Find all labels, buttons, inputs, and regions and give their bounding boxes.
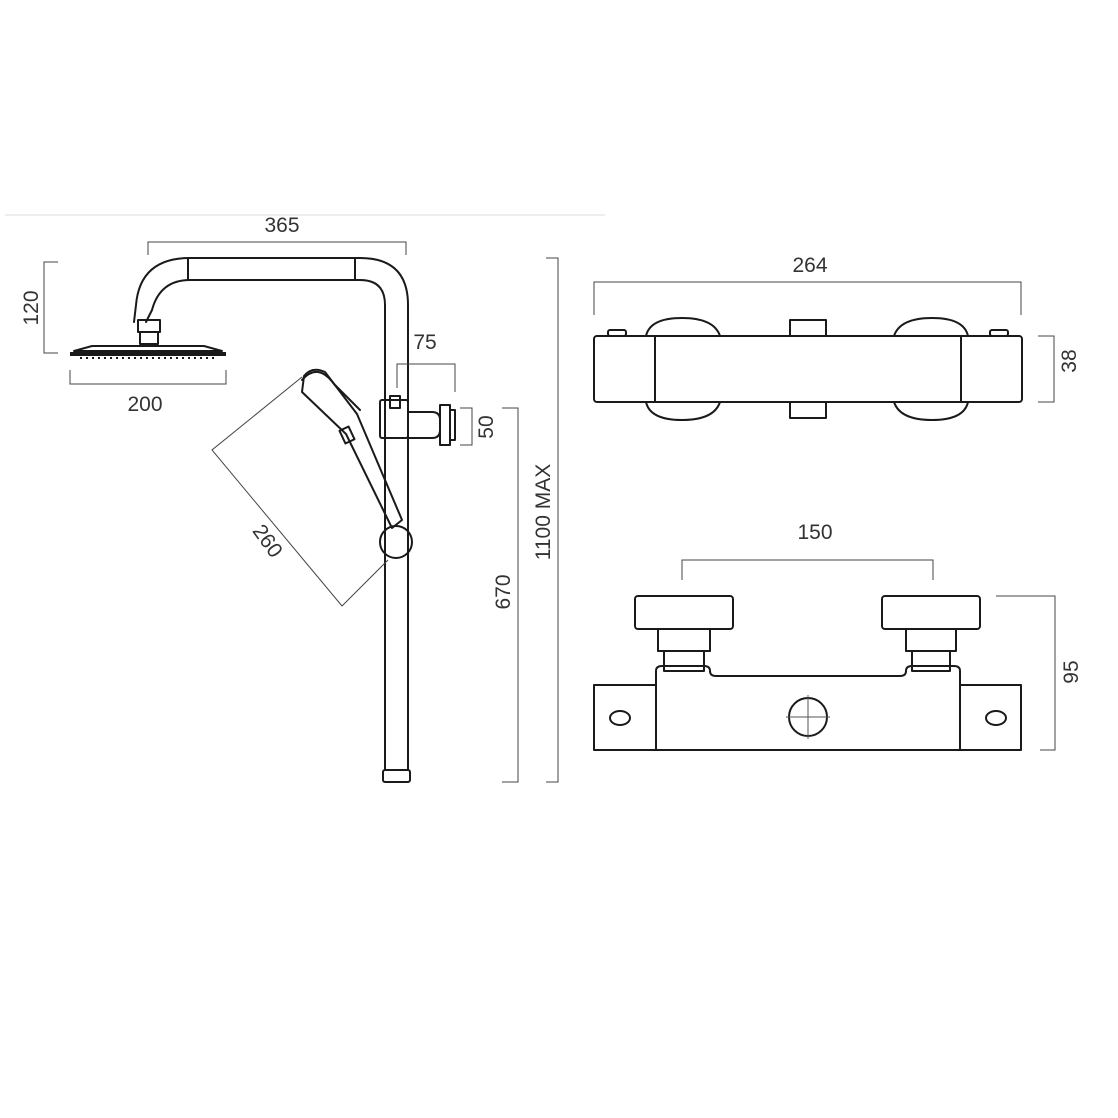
hand-shower-button (338, 425, 356, 445)
dim-line-total-height (546, 257, 559, 783)
column-dimensions: 365 120 200 75 50 260 670 1100 MAX (20, 214, 559, 783)
label-valve-width: 264 (792, 254, 827, 277)
left-knob-collar (657, 628, 711, 652)
dim-line-valve-height (996, 595, 1056, 751)
valve-body-top (593, 335, 1023, 403)
right-handle-top (893, 317, 969, 337)
center-fitting-top (789, 319, 827, 337)
label-head-height: 120 (20, 290, 43, 325)
label-head-diameter: 200 (127, 393, 162, 416)
riser-pipe (145, 279, 386, 771)
rain-shower-head (70, 352, 226, 356)
dim-line-slider-height (502, 407, 519, 783)
left-control-knob (634, 595, 734, 630)
right-knob-stem (911, 650, 951, 672)
dim-line-handset-length (211, 376, 389, 607)
dim-line-outlet-height (460, 407, 473, 446)
head-connector (137, 319, 161, 333)
dim-line-head-height (43, 261, 58, 354)
mounting-hole-right (985, 710, 1007, 726)
valve-top-view (593, 317, 1023, 421)
valve-front-dimensions: 150 95 (681, 521, 1083, 751)
label-inlet-centres: 150 (797, 521, 832, 544)
hand-shower-face (301, 371, 361, 411)
head-nut (139, 331, 159, 345)
dim-line-outlet-projection (396, 363, 456, 392)
dim-line-inlet-centres (681, 559, 934, 580)
riser-end-cap (382, 769, 411, 783)
label-outlet-projection: 75 (413, 331, 436, 354)
lug-right (989, 329, 1009, 337)
lug-left (607, 329, 627, 337)
valve-front-view (593, 595, 1022, 751)
outlet-elbow (407, 411, 441, 439)
label-valve-depth: 38 (1058, 349, 1081, 372)
left-knob-stem (663, 650, 705, 672)
valve-body-front (593, 665, 1022, 751)
label-total-height: 1100 MAX (532, 464, 555, 561)
dim-line-head-diameter (69, 370, 227, 385)
label-handset-length: 260 (248, 520, 287, 562)
label-slider-height: 670 (492, 574, 515, 609)
label-rail-width: 365 (264, 214, 299, 237)
right-handle-bottom (893, 401, 969, 421)
right-knob-collar (905, 628, 957, 652)
hand-shower-handle (301, 368, 403, 529)
diverter-knob (389, 395, 401, 409)
mounting-hole-left (609, 710, 631, 726)
center-fitting-bottom (789, 401, 827, 419)
diverter-body (379, 399, 409, 439)
label-outlet-height: 50 (475, 415, 498, 438)
wall-flange-plate (449, 409, 456, 441)
dim-line-rail-width (147, 241, 407, 255)
wall-flange (439, 404, 451, 446)
riser-pipe-inner (133, 257, 409, 771)
left-handle-top (645, 317, 721, 337)
dim-line-valve-depth (1038, 335, 1055, 403)
right-control-knob (881, 595, 981, 630)
label-valve-height: 95 (1060, 660, 1083, 683)
valve-top-dimensions: 264 38 (593, 254, 1081, 403)
shower-column (70, 257, 456, 783)
left-handle-bottom (645, 401, 721, 421)
dim-line-valve-width (593, 281, 1022, 315)
rain-shower-head-body (73, 345, 223, 352)
